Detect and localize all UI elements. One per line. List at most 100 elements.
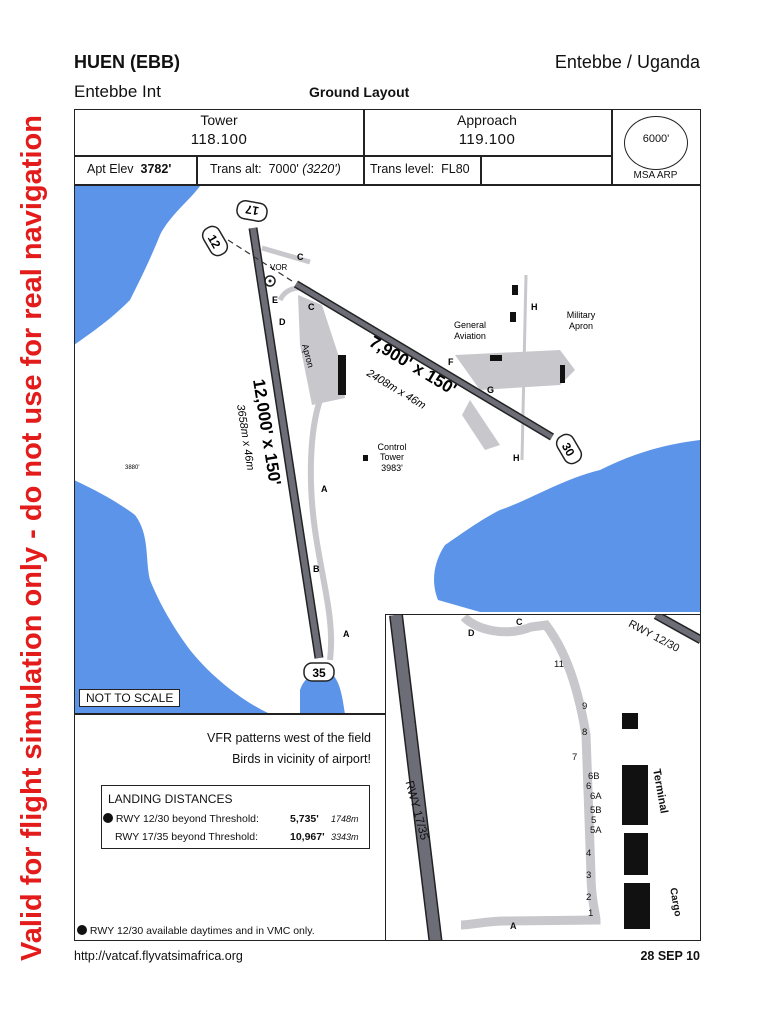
apron-ga xyxy=(454,349,575,390)
stand-label: 1 xyxy=(588,908,594,919)
footer-url[interactable]: http://vatcaf.flyvatsimafrica.org xyxy=(74,949,243,963)
stand-label: 5 xyxy=(591,815,597,826)
rwy-35-label: 35 xyxy=(312,666,326,680)
rwy-12-label: 12 xyxy=(204,232,223,251)
inset-twy-c: C xyxy=(516,617,523,627)
stand-label: 9 xyxy=(582,701,588,712)
stand-label: 3 xyxy=(586,870,592,881)
chart-title: Ground Layout xyxy=(309,84,410,100)
simulation-warning: Valid for flight simulation only - do no… xyxy=(16,115,48,961)
twy-b: B xyxy=(313,564,320,574)
stand-label: 11 xyxy=(554,659,564,670)
twy-a-south: A xyxy=(343,629,350,639)
airport-map: 17 12 30 35 12,000' x 150' 3658m x 46m 7… xyxy=(74,185,701,941)
stand-label: 8 xyxy=(582,727,588,738)
stand-label: 2 xyxy=(586,892,592,903)
taxiway-h xyxy=(520,274,527,460)
twy-g: G xyxy=(487,385,494,395)
tower-label: Tower xyxy=(200,112,238,128)
taxiway-g xyxy=(461,399,500,450)
vfr-note: VFR patterns west of the field xyxy=(207,731,371,745)
taxiway-c xyxy=(260,245,311,264)
rwy-30-badge xyxy=(555,433,582,464)
approach-label: Approach xyxy=(457,112,517,128)
control-tower-elevation: 3983' xyxy=(381,463,403,473)
control-tower-label-2: Tower xyxy=(379,452,403,462)
spot-elevation: 3880' xyxy=(125,465,140,471)
approach-line-12 xyxy=(227,238,295,284)
twy-c-north: C xyxy=(297,252,304,262)
landing-rwy-1230: RWY 12/30 beyond Threshold: xyxy=(115,813,259,825)
lake-east xyxy=(433,439,700,612)
stand-label: 6B xyxy=(588,771,600,782)
twy-f: F xyxy=(448,357,454,367)
control-tower-label: Control xyxy=(377,442,406,452)
airport-location: Entebbe / Uganda xyxy=(554,52,700,72)
vor-icon xyxy=(263,274,276,287)
twy-e: E xyxy=(272,295,278,305)
apt-elev-label: Apt Elev xyxy=(87,162,134,176)
stand-label: 6 xyxy=(586,781,592,792)
msa-circle: 6000' xyxy=(624,116,688,170)
msa-label: MSA ARP xyxy=(633,170,678,181)
military-apron-label-2: Apron xyxy=(568,321,592,331)
landing-rwy-1735: RWY 17/35 beyond Threshold: xyxy=(115,831,259,843)
not-to-scale-label: NOT TO SCALE xyxy=(79,689,181,707)
msa-value: 6000' xyxy=(642,133,670,145)
birds-note: Birds in vicinity of airport! xyxy=(232,752,371,766)
lake-southwest xyxy=(75,480,270,714)
runway-1735-fill xyxy=(249,227,322,658)
apt-elev-value: 3782' xyxy=(140,162,172,176)
stand-label: 4 xyxy=(586,848,592,859)
stand-label: 5B xyxy=(590,805,602,816)
rwy-17-label: 17 xyxy=(244,201,260,217)
landing-row-1735: RWY 17/35 beyond Threshold: 10,967' 3343… xyxy=(115,831,368,843)
rwy-12-badge xyxy=(201,225,228,256)
trans-alt: Trans alt: 7000' (3220') xyxy=(210,162,341,176)
apt-elev: Apt Elev 3782' xyxy=(87,162,171,176)
note-bullet-icon xyxy=(103,813,113,823)
runway-1230-fill xyxy=(294,281,553,439)
trans-alt-value: 7000' xyxy=(268,162,299,176)
vor-label: VOR xyxy=(270,263,288,272)
twy-d: D xyxy=(279,317,286,327)
landing-m-1230: 1748m xyxy=(331,814,359,824)
trans-level-label: Trans level: xyxy=(370,162,435,176)
footnote-text: RWY 12/30 available daytimes and in VMC … xyxy=(89,925,315,937)
airport-name: Entebbe Int xyxy=(74,82,161,101)
apron-inset: RWY 17/35 RWY 12/30 Terminal Cargo D C A… xyxy=(385,614,700,940)
control-tower-symbol xyxy=(362,454,368,461)
inset-twy-d: D xyxy=(468,628,475,638)
rwy-17-badge xyxy=(235,199,268,222)
lake-north xyxy=(75,186,200,344)
frequency-panel: Tower 118.100 Approach 119.100 6000' MSA… xyxy=(74,109,701,185)
stand-label: 6A xyxy=(590,791,602,802)
apron-main xyxy=(297,294,345,405)
building xyxy=(509,311,516,322)
landing-row-1230: RWY 12/30 beyond Threshold: 5,735' 1748m xyxy=(103,813,368,825)
trans-alt-qfe: (3220') xyxy=(302,162,341,176)
building xyxy=(559,364,565,383)
general-aviation-label-2: Aviation xyxy=(454,331,486,341)
twy-c: C xyxy=(308,302,315,312)
rwy-1230-length: 7,900' x 150' xyxy=(365,332,459,399)
tower-frequency: 118.100 xyxy=(190,131,248,148)
landing-m-1735: 3343m xyxy=(331,832,359,842)
twy-a-mid: A xyxy=(321,484,328,494)
trans-level: Trans level: FL80 xyxy=(370,162,470,176)
landing-distances-box: LANDING DISTANCES RWY 12/30 beyond Thres… xyxy=(101,785,370,849)
rwy-30-label: 30 xyxy=(558,440,577,459)
rwy-35-badge xyxy=(302,661,335,682)
building xyxy=(511,284,518,295)
landing-distances-title: LANDING DISTANCES xyxy=(108,792,233,806)
building xyxy=(489,354,502,361)
notes-panel: VFR patterns west of the field Birds in … xyxy=(74,713,385,941)
footnote-bullet-icon xyxy=(77,925,87,935)
stand-label: 5A xyxy=(590,825,602,836)
approach-frequency: 119.100 xyxy=(458,131,516,148)
footnote: RWY 12/30 available daytimes and in VMC … xyxy=(77,925,315,937)
twy-h-south: H xyxy=(513,453,520,463)
taxiway-a xyxy=(307,398,334,660)
stand-label: 7 xyxy=(572,752,578,763)
inset-twy-a: A xyxy=(510,921,517,931)
